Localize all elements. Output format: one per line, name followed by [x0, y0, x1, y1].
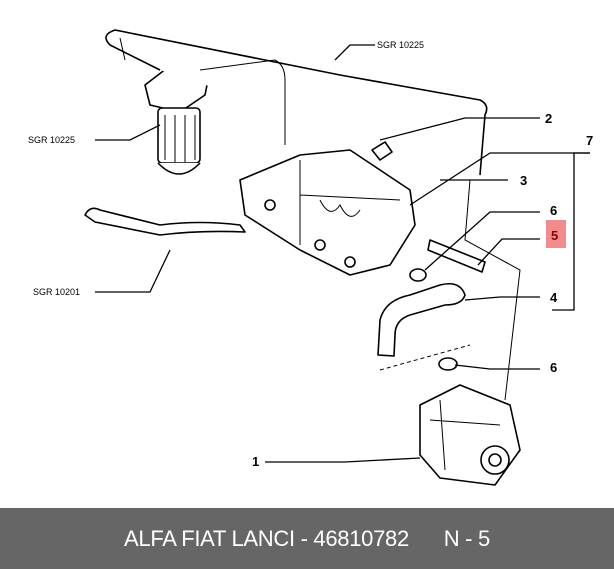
callout-6: 6 [550, 360, 557, 375]
return-hose [105, 29, 488, 176]
leader-line [424, 211, 540, 271]
callout-7: 7 [586, 133, 593, 148]
callout-1: 1 [252, 454, 259, 469]
ref-label: SGR 10225 [28, 135, 75, 145]
leader-line [334, 44, 375, 61]
injection-pump [419, 384, 521, 486]
leader-line [464, 296, 540, 301]
leader-line [265, 457, 421, 463]
callout-6: 6 [550, 203, 557, 218]
callout-2: 2 [545, 111, 552, 126]
hose-left [84, 207, 246, 236]
parts-diagram: SGR 10225 SGR 10225 SGR 10201 2 7 3 6 5 … [28, 29, 593, 486]
bracket-7 [552, 152, 590, 311]
leader-line [95, 124, 161, 141]
spacer [409, 526, 444, 552]
leader-line [477, 238, 540, 266]
washer [409, 268, 427, 282]
footer-bar: ALFA FIAT LANCI - 46810782 N - 5 [0, 508, 614, 569]
bolt [371, 141, 393, 161]
leader-line [409, 152, 590, 206]
pipe [427, 239, 486, 273]
callout-4: 4 [550, 290, 558, 305]
leader-line [95, 249, 171, 293]
ref-label: SGR 10225 [377, 40, 424, 50]
washer [438, 357, 458, 371]
hose [377, 282, 466, 357]
ref-label: SGR 10201 [33, 287, 80, 297]
callout-3: 3 [520, 173, 527, 188]
highlight-box [546, 220, 566, 248]
position-text: N - 5 [443, 525, 490, 551]
injection-manifold [239, 149, 416, 276]
part-number-text: ALFA FIAT LANCI - 46810782 [124, 525, 409, 551]
callout-5-highlighted: 5 [551, 228, 558, 243]
leader-line [379, 117, 540, 141]
leader-line [454, 364, 540, 370]
